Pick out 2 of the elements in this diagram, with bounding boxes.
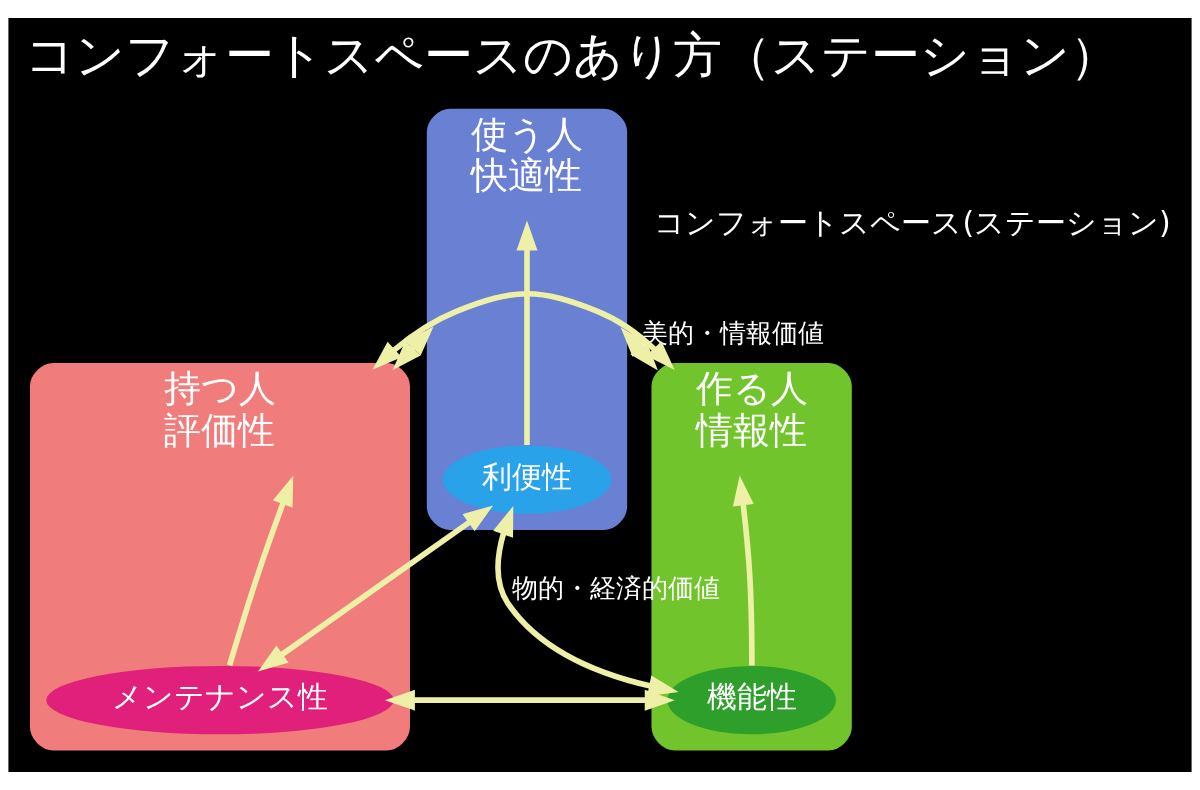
label: コンフォートスペース(ステーション) [654,204,1171,240]
diagram-title: コンフォートスペースのあり方（ステーション） [24,26,1119,83]
